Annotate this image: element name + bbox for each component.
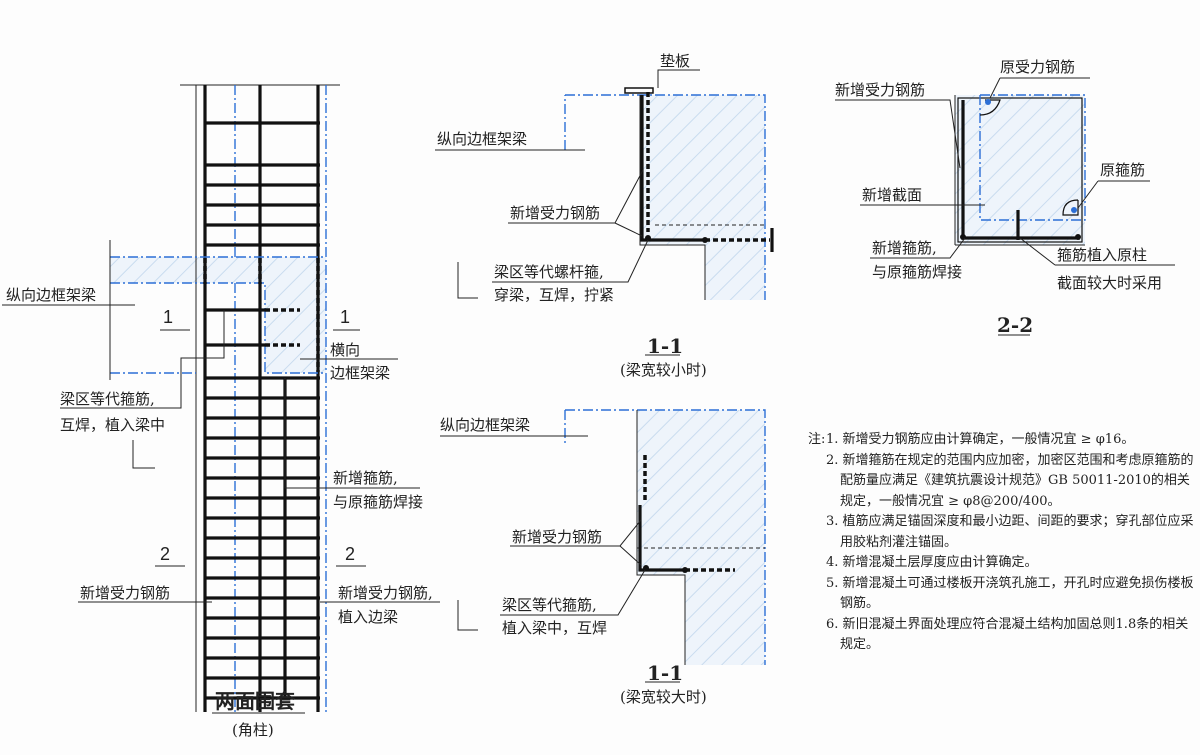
label-new-stirrup-s2-1: 新增箍筋, (872, 239, 937, 257)
section-mark-2-right: 2 (345, 544, 355, 564)
label-new-stirrup-2: 与原箍筋焊接 (333, 493, 423, 511)
label-beam-stirrup-1: 梁区等代箍筋, (60, 390, 155, 408)
label-new-rebar-s1: 新增受力钢筋 (510, 204, 600, 222)
label-new-stirrup-s2-2: 与原箍筋焊接 (872, 263, 962, 281)
label-beam-stirrup-2: 互焊，植入梁中 (60, 416, 165, 434)
longitudinal-beam-hatch (110, 257, 326, 283)
label-new-rebar-s2: 新增受力钢筋 (835, 81, 925, 99)
note-item: 3. 植筋应满足锚固深度和最小边距、间距的要求；穿孔部位应采用胶粘剂灌注锚固。 (826, 514, 1194, 550)
note-item: 4. 新增混凝土层厚度应由计算确定。 (826, 555, 1038, 570)
notes-heading: 注: (808, 432, 826, 447)
label-transverse-beam-1: 横向 (330, 341, 360, 359)
section-1-1-small (435, 69, 774, 356)
label-plant-2: 截面较大时采用 (1057, 274, 1162, 292)
label-longitudinal-beam-s1-large: 纵向边框架梁 (440, 416, 530, 434)
label-new-rebar-left: 新增受力钢筋 (80, 584, 170, 602)
label-new-rebar-right-1: 新增受力钢筋, (338, 584, 433, 602)
label-bolt-1: 梁区等代螺杆箍, (494, 263, 604, 281)
label-stirrup-2: 植入梁中，互焊 (502, 619, 607, 637)
section-1-1-large-subtitle: (梁宽较大时) (620, 688, 707, 706)
section-1-1-small-title: 1-1 (647, 334, 683, 358)
label-orig-rebar: 原受力钢筋 (1000, 58, 1075, 76)
label-plant-1: 箍筋植入原柱 (1057, 246, 1147, 264)
label-new-rebar-s1-large: 新增受力钢筋 (512, 528, 602, 546)
label-new-section: 新增截面 (862, 186, 922, 204)
notes: 注: 1. 新增受力钢筋应由计算确定，一般情况宜 ≥ φ16。 2. 新增箍筋在… (808, 430, 1198, 656)
section-1-1-small-subtitle: (梁宽较小时) (620, 361, 707, 379)
label-stirrup-1: 梁区等代箍筋, (502, 596, 597, 614)
section-2-2-title: 2-2 (997, 313, 1033, 337)
note-item: 6. 新旧混凝土界面处理应符合混凝土结构加固总则1.8条的相关规定。 (826, 616, 1189, 653)
column-elevation (2, 84, 440, 714)
label-bolt-2: 穿梁，互焊，拧紧 (494, 286, 614, 304)
section-1-1-large-title: 1-1 (647, 661, 683, 685)
section-mark-1-right: 1 (340, 307, 350, 327)
section-mark-1-left: 1 (163, 307, 173, 327)
left-view-title: 两面围套 (215, 689, 295, 713)
label-pad: 垫板 (660, 52, 690, 70)
section-1-1-large (440, 409, 766, 683)
left-view-subtitle: (角柱) (232, 721, 274, 739)
transverse-beam-hatch (265, 283, 326, 373)
section-mark-2-left: 2 (160, 544, 170, 564)
label-longitudinal-beam: 纵向边框架梁 (6, 286, 96, 304)
note-item: 1. 新增受力钢筋应由计算确定，一般情况宜 ≥ φ16。 (826, 432, 1135, 447)
label-new-rebar-right-2: 植入边梁 (338, 608, 398, 626)
label-new-stirrup-1: 新增箍筋, (333, 469, 398, 487)
label-orig-stirrup: 原箍筋 (1100, 161, 1145, 179)
section-2-2 (835, 77, 1175, 336)
note-item: 5. 新增混凝土可通过楼板开浇筑孔施工，开孔时应避免损伤楼板钢筋。 (826, 575, 1194, 612)
label-transverse-beam-2: 边框架梁 (330, 364, 390, 382)
note-item: 2. 新增箍筋在规定的范围内应加密，加密区范围和考虑原箍筋的配筋量应满足《建筑抗… (826, 452, 1194, 509)
stirrups (205, 121, 320, 700)
label-longitudinal-beam-s1: 纵向边框架梁 (437, 130, 527, 148)
